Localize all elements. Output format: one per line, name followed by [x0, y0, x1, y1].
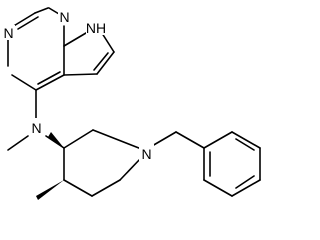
piperidine-ring-bonds — [63, 129, 145, 197]
bond-c2-npip — [92, 129, 145, 151]
bond-c6-npip — [119, 157, 142, 181]
bond-c2-n3-inner — [17, 16, 39, 30]
phenyl-ring-bonds — [203, 131, 261, 197]
bond-c3-c2 — [63, 129, 94, 149]
bond-c5-c6pip — [91, 179, 121, 197]
bond-pyrrole-cc — [96, 51, 115, 75]
bond-npip-ch2 — [151, 131, 177, 147]
atom-nh-pyrrole: NH — [86, 20, 106, 36]
bond-ph-2 — [231, 131, 261, 149]
wedge-bond-c4-methyl — [36, 180, 64, 200]
bond-c4-c5pip — [63, 179, 93, 197]
bond-namine-methyl — [7, 135, 29, 151]
bond-ch2-ipso — [175, 131, 205, 149]
bond-ph-inner-1 — [235, 138, 255, 151]
wedge-bond-c3 — [48, 132, 64, 148]
bond-ph-1 — [203, 131, 233, 149]
bond-c5-c6-inner — [37, 71, 61, 85]
bond-c4-c5 — [11, 74, 37, 91]
bond-c2-n3 — [11, 12, 36, 28]
atom-n-piperidine: N — [141, 146, 151, 162]
bond-pyrrole-c6 — [63, 73, 98, 76]
bond-namine-c3 — [45, 135, 65, 149]
bond-ph-5 — [203, 179, 233, 197]
atom-n-amine: N — [31, 120, 41, 136]
bond-c5-c6 — [35, 74, 65, 91]
amine-bonds — [7, 89, 65, 151]
atom-n-pyrimidine-3: N — [3, 25, 13, 41]
bond-ph-inner-2 — [235, 175, 255, 189]
bond-ph-4 — [231, 179, 261, 197]
bond-c2-top — [34, 7, 49, 14]
bond-c7a-nh — [63, 32, 87, 47]
atom-labels: N NH N N N — [2, 9, 154, 162]
atom-n-pyrimidine-1: N — [59, 9, 69, 25]
bond-pyrrole-cc-inner — [93, 52, 109, 71]
benzyl-bonds — [151, 131, 205, 149]
chemical-structure: N NH N N N — [2, 7, 261, 200]
pyrrole-ring-bonds — [63, 29, 115, 76]
pyrimidine-ring-bonds — [7, 7, 65, 91]
